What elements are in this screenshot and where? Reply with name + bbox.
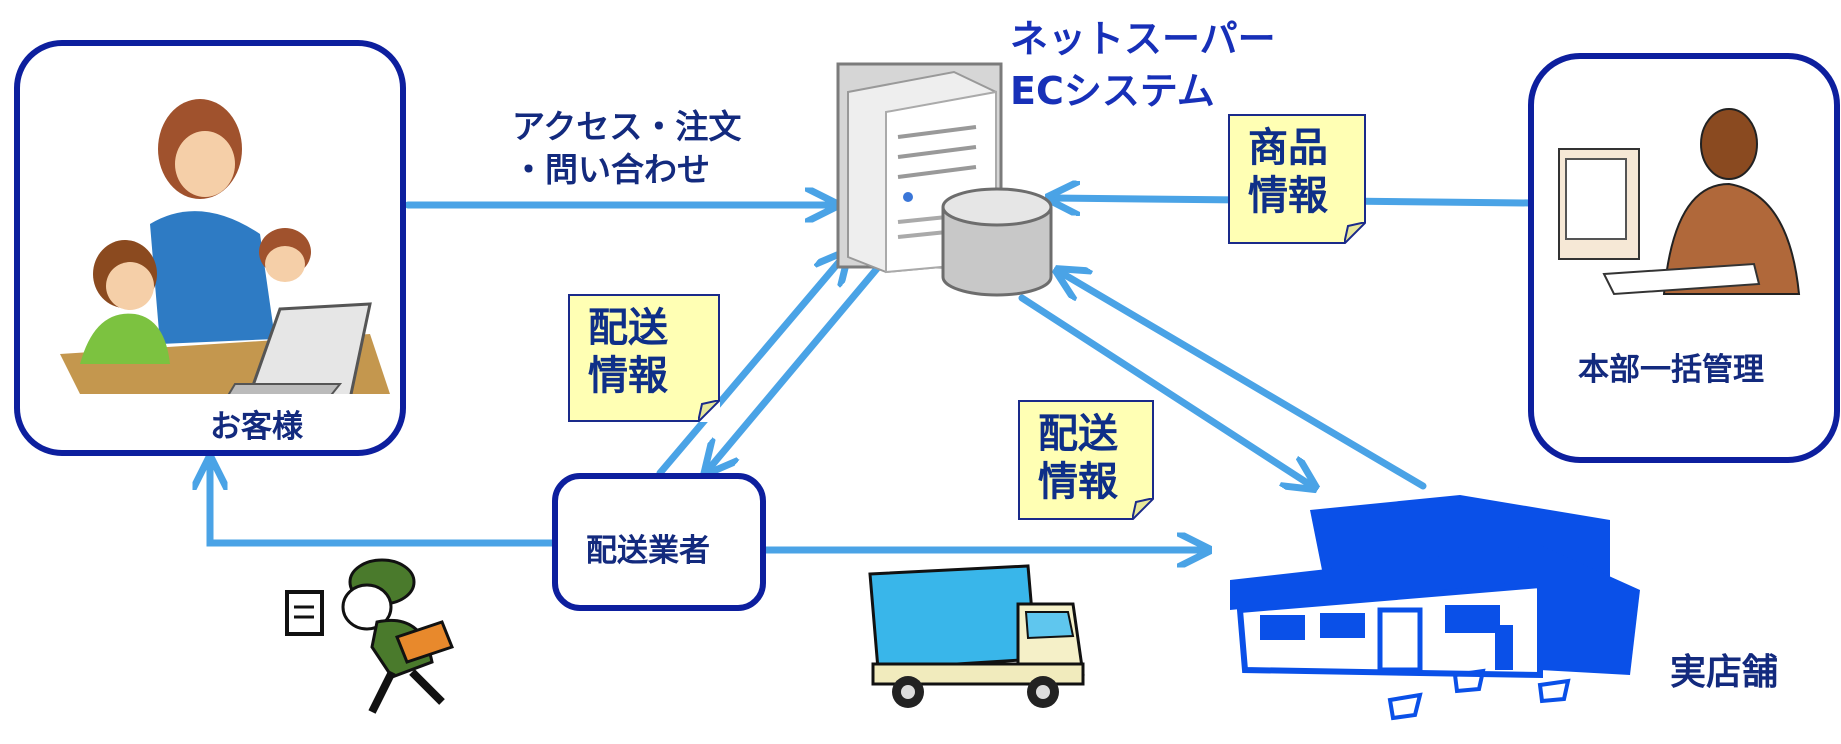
arrow-system-to-store — [1018, 294, 1312, 486]
family-computer-illustration — [60, 99, 390, 394]
note-fold-icon — [1344, 222, 1366, 244]
product-info-line1: 商品 — [1248, 125, 1328, 171]
arrow-store-to-system — [1060, 272, 1427, 490]
customer-box: お客様 — [14, 40, 406, 456]
carrier-box: 配送業者 — [552, 473, 766, 611]
delivery-info-center-line2: 情報 — [1038, 459, 1118, 505]
carrier-label: 配送業者 — [586, 533, 710, 569]
store-building-icon — [1230, 495, 1640, 721]
arrow-carrier-to-customer — [210, 462, 559, 547]
hq-label: 本部一括管理 — [1578, 352, 1764, 388]
store-label: 実店舗 — [1670, 652, 1779, 693]
database-icon — [941, 187, 1053, 297]
delivery-info-note-center: 配送 情報 — [1018, 400, 1154, 520]
arrow-carrier-to-system — [656, 255, 845, 477]
office-worker-illustration — [1558, 108, 1801, 296]
access-label-line1: アクセス・注文 — [512, 107, 742, 146]
product-info-line2: 情報 — [1248, 173, 1328, 219]
customer-label: お客様 — [210, 409, 303, 445]
system-title-line2: ECシステム — [1010, 69, 1215, 113]
product-info-note: 商品 情報 — [1228, 114, 1366, 244]
arrow-system-to-carrier — [708, 261, 884, 470]
system-title-line1: ネットスーパー — [1010, 17, 1276, 61]
delivery-man-icon — [285, 558, 454, 714]
delivery-info-center-line1: 配送 — [1038, 411, 1118, 457]
delivery-info-note-left: 配送 情報 — [568, 294, 720, 422]
note-fold-icon — [1132, 498, 1154, 520]
delivery-info-left-line2: 情報 — [588, 353, 668, 399]
access-label-line2: ・問い合わせ — [512, 150, 710, 189]
delivery-info-left-line1: 配送 — [588, 305, 668, 351]
hq-box: 本部一括管理 — [1528, 53, 1840, 463]
truck-icon — [868, 564, 1085, 708]
note-fold-icon — [698, 400, 720, 422]
